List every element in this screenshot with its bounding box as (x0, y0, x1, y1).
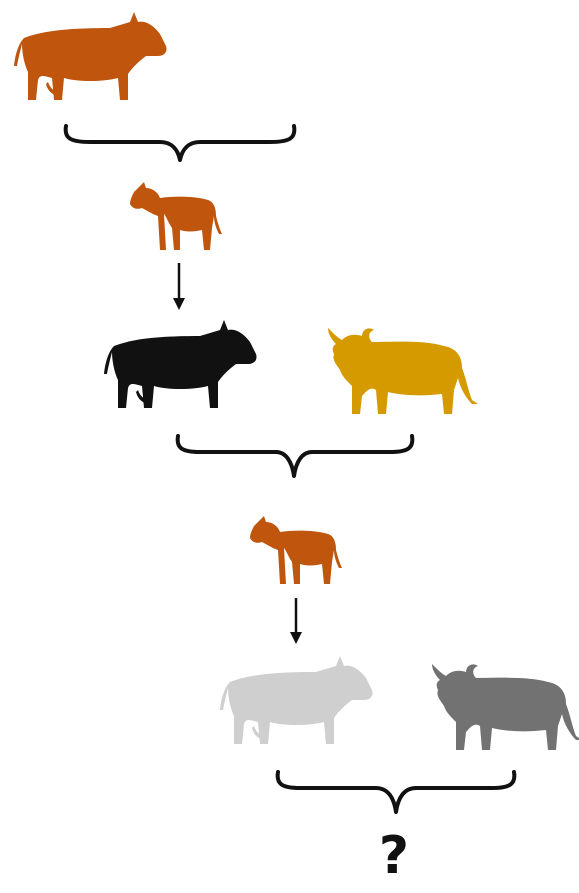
calf-icon-2 (250, 516, 342, 584)
cow-icon-light-gray (220, 656, 373, 744)
question-mark: ? (368, 826, 420, 886)
arrow-down-icon (173, 263, 185, 310)
calf-icon-1 (130, 182, 222, 250)
brace-3 (278, 772, 515, 812)
brace-1 (66, 126, 295, 160)
arrow-down-icon (290, 598, 302, 644)
bull-icon-dark-gray (432, 664, 579, 750)
cow-icon-black-orange (104, 320, 257, 408)
bull-icon-gold (328, 328, 478, 414)
brace-2 (178, 436, 413, 476)
cow-icon-orange (14, 12, 167, 100)
